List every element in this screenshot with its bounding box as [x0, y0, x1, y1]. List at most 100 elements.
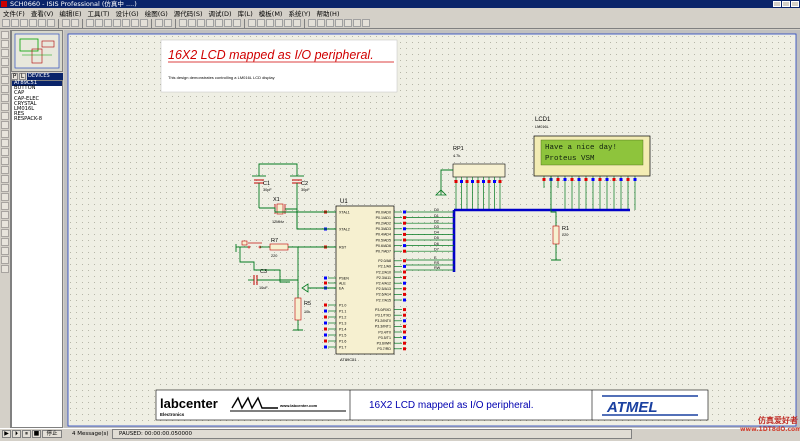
pack-icon[interactable] — [266, 19, 274, 27]
resistor-r7[interactable] — [269, 243, 289, 251]
mirror-y-icon[interactable] — [1, 265, 9, 273]
text2-icon[interactable] — [1, 211, 9, 219]
symbol-icon[interactable] — [1, 220, 9, 228]
device-item[interactable]: BUTTON — [14, 85, 36, 92]
junction-icon[interactable] — [1, 49, 9, 57]
menu-edit[interactable]: 编辑(E) — [59, 10, 82, 18]
maximize-button[interactable] — [782, 1, 790, 7]
library-manager-button[interactable]: L — [19, 72, 26, 80]
menu-tools[interactable]: 工具(T) — [87, 10, 110, 18]
stop-label[interactable]: 停止 — [42, 430, 62, 438]
resistor-r5[interactable] — [294, 297, 302, 321]
grid-icon[interactable] — [86, 19, 94, 27]
pin-icon[interactable] — [1, 103, 9, 111]
export-icon[interactable] — [38, 19, 46, 27]
menu-graph[interactable]: 绘图(G) — [144, 10, 168, 18]
device-item[interactable]: LM016L — [14, 106, 35, 113]
marker-icon[interactable] — [1, 229, 9, 237]
step-icon[interactable]: ⏵ — [12, 430, 21, 438]
netlist-icon[interactable] — [362, 19, 370, 27]
box-icon[interactable] — [1, 175, 9, 183]
component-icon[interactable] — [1, 40, 9, 48]
import-icon[interactable] — [29, 19, 37, 27]
remove-sheet-icon[interactable] — [326, 19, 334, 27]
bill-icon[interactable] — [344, 19, 352, 27]
area-icon[interactable] — [62, 19, 70, 27]
decompose-icon[interactable] — [275, 19, 283, 27]
erc-icon[interactable] — [353, 19, 361, 27]
menu-help[interactable]: 帮助(H) — [316, 10, 340, 18]
menu-view[interactable]: 查看(V) — [30, 10, 54, 18]
bus-icon[interactable] — [1, 76, 9, 84]
path-icon[interactable] — [1, 202, 9, 210]
zoom-all-icon[interactable] — [131, 19, 139, 27]
rotate-ccw-icon[interactable] — [1, 247, 9, 255]
pause-icon[interactable]: ⏸ — [22, 430, 31, 438]
redo-icon[interactable] — [164, 19, 172, 27]
cut-icon[interactable] — [179, 19, 187, 27]
instrument-icon[interactable] — [1, 157, 9, 165]
rotate-cw-icon[interactable] — [1, 238, 9, 246]
line-icon[interactable] — [1, 166, 9, 174]
origin-icon[interactable] — [95, 19, 103, 27]
device-item[interactable]: CRYSTAL — [14, 100, 37, 107]
block-delete-icon[interactable] — [233, 19, 241, 27]
pick-device-icon[interactable] — [248, 19, 256, 27]
label-icon[interactable] — [1, 58, 9, 66]
block-move-icon[interactable] — [215, 19, 223, 27]
exit-sheet-icon[interactable] — [335, 19, 343, 27]
device-item[interactable]: AT89C51 — [12, 80, 62, 87]
graph-icon[interactable] — [1, 112, 9, 120]
subcircuit-icon[interactable] — [1, 85, 9, 93]
circle-icon[interactable] — [1, 184, 9, 192]
block-copy-icon[interactable] — [206, 19, 214, 27]
menu-library[interactable]: 库(L) — [237, 10, 253, 18]
reset-button[interactable] — [235, 240, 262, 252]
overview-window[interactable] — [11, 30, 63, 72]
message-count[interactable]: 4 Message(s) — [72, 431, 109, 437]
text-icon[interactable] — [1, 67, 9, 75]
menu-template[interactable]: 模板(M) — [258, 10, 283, 18]
menu-system[interactable]: 系统(Y) — [288, 10, 311, 18]
copy-icon[interactable] — [188, 19, 196, 27]
refresh-icon[interactable] — [71, 19, 79, 27]
device-item[interactable]: CAP-ELEC — [14, 95, 40, 102]
new-sheet-icon[interactable] — [317, 19, 325, 27]
zoom-area-icon[interactable] — [140, 19, 148, 27]
search-icon[interactable] — [293, 19, 301, 27]
generator-icon[interactable] — [1, 130, 9, 138]
play-icon[interactable]: ▶ — [2, 430, 11, 438]
mirror-x-icon[interactable] — [1, 256, 9, 264]
tape-icon[interactable] — [1, 121, 9, 129]
schematic-canvas[interactable]: 16X2 LCD mapped as I/O peripheral. This … — [64, 30, 800, 428]
minimize-button[interactable] — [773, 1, 781, 7]
menu-debug[interactable]: 调试(D) — [208, 10, 232, 18]
zoom-out-icon[interactable] — [122, 19, 130, 27]
open-icon[interactable] — [11, 19, 19, 27]
terminal-icon[interactable] — [1, 94, 9, 102]
zoom-in-icon[interactable] — [113, 19, 121, 27]
save-icon[interactable] — [20, 19, 28, 27]
make-device-icon[interactable] — [257, 19, 265, 27]
wire-autoroute-icon[interactable] — [284, 19, 292, 27]
menu-source[interactable]: 源代码(S) — [173, 10, 203, 18]
probe-v-icon[interactable] — [1, 139, 9, 147]
microcontroller-u1[interactable] — [335, 205, 395, 355]
undo-icon[interactable] — [155, 19, 163, 27]
print-icon[interactable] — [47, 19, 55, 27]
pick-device-button[interactable]: P — [11, 72, 18, 80]
menu-design[interactable]: 设计(G) — [115, 10, 139, 18]
device-item[interactable]: CAP — [14, 90, 25, 97]
arc-icon[interactable] — [1, 193, 9, 201]
resistor-r1[interactable] — [552, 225, 560, 245]
pan-icon[interactable] — [104, 19, 112, 27]
stop-icon[interactable]: ■ — [32, 430, 41, 438]
select-icon[interactable] — [1, 31, 9, 39]
resistor-pack[interactable] — [452, 163, 506, 178]
close-button[interactable] — [791, 1, 799, 7]
new-icon[interactable] — [2, 19, 10, 27]
property-assign-icon[interactable] — [308, 19, 316, 27]
paste-icon[interactable] — [197, 19, 205, 27]
probe-i-icon[interactable] — [1, 148, 9, 156]
menu-file[interactable]: 文件(F) — [3, 10, 25, 18]
